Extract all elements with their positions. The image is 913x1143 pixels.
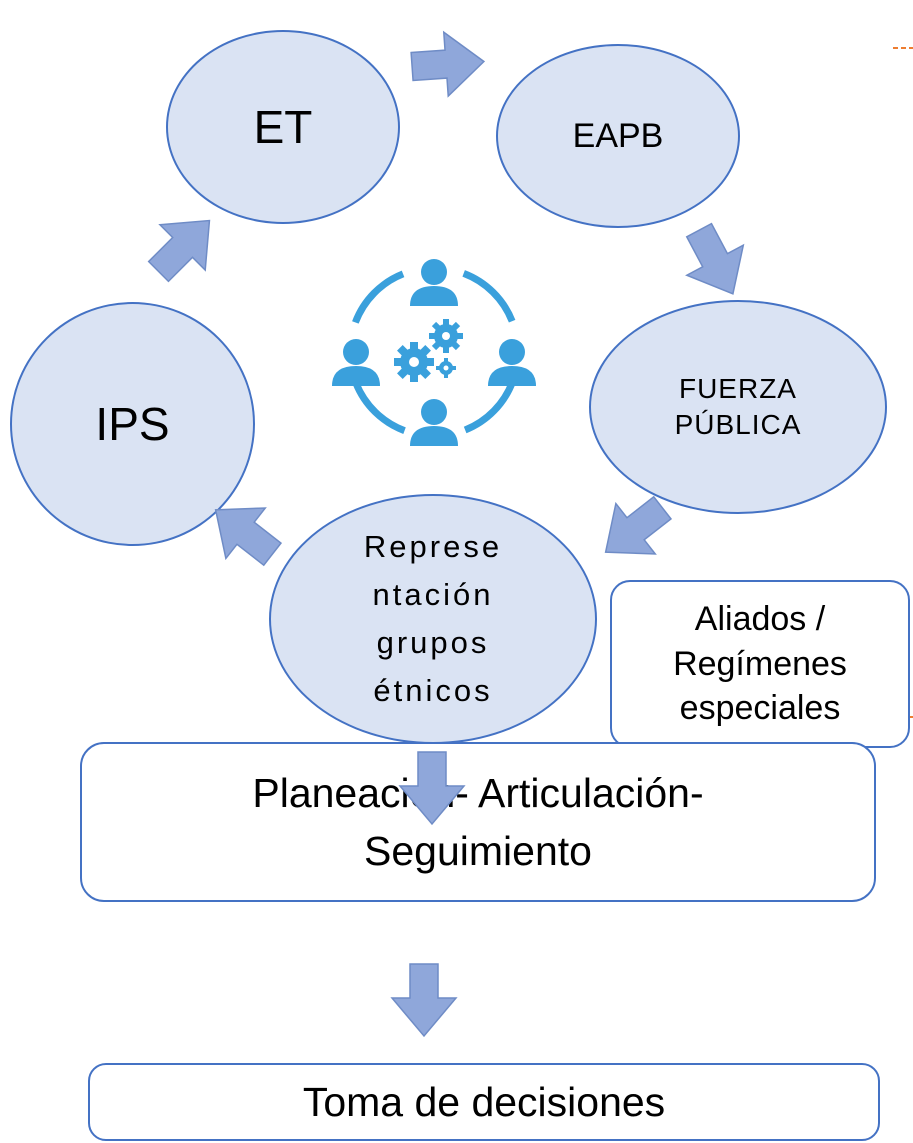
node-et: ET	[166, 30, 400, 224]
arrow-planeacion-to-decisiones	[390, 963, 458, 1038]
node-fuerza-publica: FUERZA PÚBLICA	[589, 300, 887, 514]
node-grupos-etnicos: Represe ntación grupos étnicos	[269, 494, 597, 744]
node-et-label: ET	[253, 101, 313, 153]
team-gears-icon	[332, 259, 536, 446]
arrow-grupos-to-planeacion	[398, 751, 466, 826]
box-planeacion-label: Planeación- Articulación- Seguimiento	[252, 769, 704, 874]
orange-dash-top	[893, 47, 913, 49]
box-toma-decisiones-label: Toma de decisiones	[302, 1078, 666, 1125]
node-ips: IPS	[10, 302, 255, 546]
box-aliados-label: Aliados / Regímenes especiales	[673, 599, 847, 728]
box-aliados: Aliados / Regímenes especiales	[610, 580, 910, 748]
node-grupos-etnicos-label: Represe ntación grupos étnicos	[363, 528, 503, 709]
node-ips-label: IPS	[95, 398, 170, 450]
box-planeacion: Planeación- Articulación- Seguimiento	[80, 742, 876, 902]
node-eapb-label: EAPB	[572, 116, 664, 155]
arrow-eapb-to-fuerza	[685, 222, 745, 295]
arrow-ips-to-et	[147, 219, 211, 283]
box-toma-decisiones: Toma de decisiones	[88, 1063, 880, 1141]
node-fuerza-publica-label: FUERZA PÚBLICA	[674, 372, 802, 440]
arrow-grupos-to-ips	[214, 507, 283, 567]
node-eapb: EAPB	[496, 44, 740, 228]
arrow-et-to-eapb	[410, 30, 486, 98]
arrow-fuerza-to-grupos	[604, 495, 673, 555]
